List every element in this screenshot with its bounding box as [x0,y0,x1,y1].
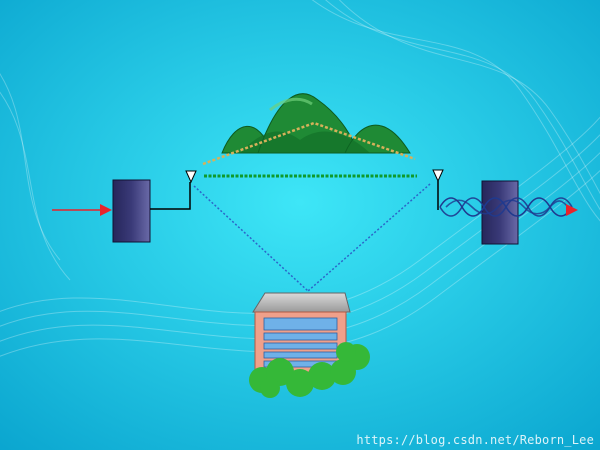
office-building-icon [252,292,351,373]
tx-antenna-icon [185,170,197,184]
input-signal-arrow [52,204,112,216]
mountain-icon [221,93,411,154]
bush-icon [249,342,370,398]
building-reflection-path-tx [193,185,309,292]
received-waveforms [439,197,573,217]
transmitter-feed-line [150,182,191,210]
watermark-url: https://blog.csdn.net/Reborn_Lee [356,433,594,447]
background-swirls [0,0,600,365]
output-signal-arrow [566,204,578,216]
building-reflection-path-rx [307,183,431,292]
transmitter-block [112,179,151,243]
rx-antenna-icon [432,169,444,210]
